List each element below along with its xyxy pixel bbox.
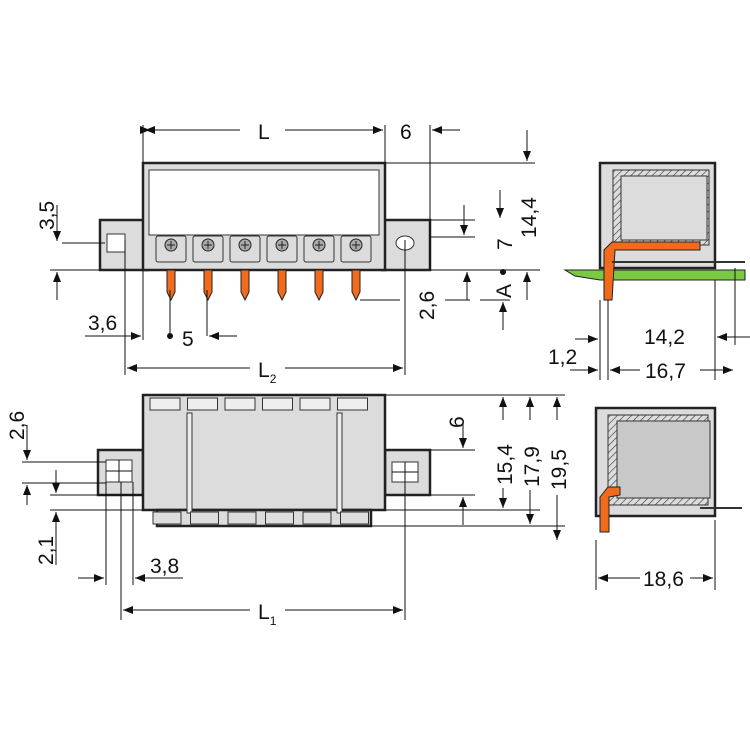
terminal bbox=[229, 235, 261, 302]
dim-19-5: 19,5 bbox=[548, 449, 571, 490]
dim-A: A bbox=[493, 284, 516, 298]
dim-15-4: 15,4 bbox=[494, 444, 517, 485]
dim-2-6-bottom: 2,6 bbox=[6, 411, 29, 440]
bottom-view bbox=[96, 393, 432, 528]
dim-6: 6 bbox=[400, 121, 412, 144]
dim-7: 7 bbox=[494, 238, 517, 250]
dim-3-8: 3,8 bbox=[150, 555, 179, 578]
terminals bbox=[155, 235, 372, 302]
contact-pin bbox=[599, 486, 621, 533]
terminal bbox=[340, 235, 372, 302]
pin bbox=[314, 269, 324, 302]
dim-3-5: 3,5 bbox=[36, 201, 59, 230]
dim-14-2: 14,2 bbox=[644, 326, 685, 349]
slot bbox=[149, 397, 182, 525]
slot bbox=[224, 397, 257, 525]
pin bbox=[203, 269, 213, 302]
terminal bbox=[155, 235, 187, 302]
front-dimensions: L 6 14,4 7 3,5 A 2,6 3,6 5 L2 bbox=[36, 121, 541, 386]
slot bbox=[262, 397, 294, 525]
terminal bbox=[266, 235, 298, 302]
dim-2-6: 2,6 bbox=[416, 291, 439, 320]
dim-1-2: 1,2 bbox=[548, 346, 577, 369]
housing bbox=[141, 393, 387, 512]
pin bbox=[240, 269, 250, 302]
dim-L: L bbox=[258, 121, 270, 144]
slot bbox=[337, 397, 369, 525]
side-view-bottom: 18,6 bbox=[594, 406, 742, 591]
slot bbox=[299, 397, 332, 525]
terminal bbox=[303, 235, 335, 302]
slot bbox=[187, 397, 219, 525]
dim-14-4: 14,4 bbox=[518, 197, 541, 238]
dim-L1: L1 bbox=[258, 601, 277, 628]
bottom-dimensions: 6 15,4 17,9 19,5 2,6 2,1 3,8 L1 bbox=[6, 394, 571, 628]
dim-18-6: 18,6 bbox=[643, 568, 684, 591]
dim-L2: L2 bbox=[258, 359, 277, 386]
contact-pin bbox=[603, 241, 701, 301]
dim-5: 5 bbox=[182, 328, 194, 351]
pin bbox=[277, 269, 287, 302]
side-view-top: 1,2 14,2 16,7 bbox=[548, 161, 750, 383]
terminal bbox=[192, 235, 224, 302]
pcb bbox=[563, 269, 746, 281]
dim-2-1: 2,1 bbox=[35, 536, 58, 565]
pin bbox=[166, 269, 176, 302]
front-view bbox=[98, 161, 432, 302]
dim-16-7: 16,7 bbox=[645, 360, 686, 383]
dim-3-6: 3,6 bbox=[88, 312, 117, 335]
dim-17-9: 17,9 bbox=[521, 446, 544, 487]
pin bbox=[351, 269, 361, 302]
dim-6-bottom: 6 bbox=[446, 416, 469, 428]
